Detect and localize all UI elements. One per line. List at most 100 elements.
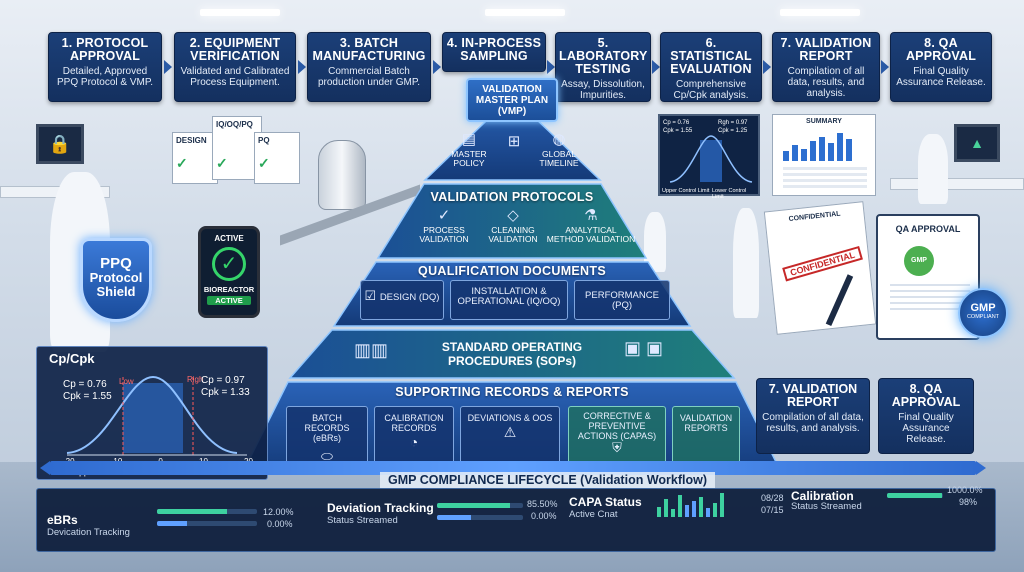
step-desc: Final Quality Assurance Release.	[896, 66, 986, 88]
step-statistical-evaluation[interactable]: 6. STATISTICAL EVALUATION Comprehensive …	[660, 32, 762, 102]
record-capas[interactable]: CORRECTIVE & PREVENTIVE ACTIONS (CAPAS) …	[568, 406, 666, 468]
tier-supporting-records: SUPPORTING RECORDS & REPORTS BATCH RECOR…	[242, 382, 782, 474]
step-title: 6. STATISTICAL EVALUATION	[670, 36, 752, 76]
step-desc: Detailed, Approved PPQ Protocol & VMP.	[57, 66, 153, 88]
step-desc: Comprehensive Cp/Cpk analysis.	[673, 79, 749, 101]
protocol-cleaning-validation[interactable]: ◇ CLEANING VALIDATION	[482, 208, 544, 244]
step-validation-report[interactable]: 7. VALIDATION REPORT Compilation of all …	[772, 32, 880, 102]
protocol-process-validation[interactable]: ✓ PROCESS VALIDATION	[414, 208, 474, 244]
qual-iq-oq[interactable]: INSTALLATION & OPERATIONAL (IQ/OQ)	[450, 280, 568, 320]
step-in-process-sampling[interactable]: 4. IN-PROCESS SAMPLING	[442, 32, 546, 72]
step-title: 3. BATCH MANUFACTURING	[312, 36, 426, 63]
pill-icon: ⬭	[321, 448, 333, 464]
ebrs-progress-bar-2	[157, 521, 257, 526]
technician-figure	[918, 134, 948, 204]
gmp-compliant-badge[interactable]: GMP COMPLIANT	[958, 288, 1008, 338]
org-chart-icon: ⊞	[507, 133, 521, 150]
record-validation-reports[interactable]: VALIDATION REPORTS	[672, 406, 740, 468]
lifecycle-label: GMP COMPLIANCE LIFECYCLE (Validation Wor…	[380, 472, 715, 488]
step-title: 4. IN-PROCESS SAMPLING	[446, 36, 542, 63]
box-qa-approval[interactable]: 8. QA APPROVAL Final Quality Assurance R…	[878, 378, 974, 454]
monitor-left: 🔒	[36, 124, 84, 164]
binders-icon: ▥▥	[354, 340, 389, 360]
record-batch-ebrs[interactable]: BATCH RECORDS (eBRs) ⬭	[286, 406, 368, 468]
high-label: Righ	[187, 375, 204, 384]
step-title: 7. VALIDATION REPORT	[780, 36, 872, 63]
warning-icon: ⚠	[503, 424, 517, 440]
step-title: 2. EQUIPMENT VERIFICATION	[189, 36, 281, 63]
lock-icon: 🔒	[48, 134, 72, 154]
check-icon: ✓	[258, 155, 270, 171]
panel-title: Cp/Cpk	[49, 351, 95, 366]
check-circle-icon: ✓	[437, 207, 451, 224]
pyramid-tier-protocols	[376, 183, 648, 259]
check-icon: ✓	[212, 247, 246, 281]
spec-band	[123, 383, 183, 453]
tier-validation-protocols: VALIDATION PROTOCOLS ✓ PROCESS VALIDATIO…	[378, 186, 646, 258]
arrow-right-icon	[881, 60, 889, 74]
ceiling-light	[485, 9, 565, 16]
record-deviations-oos[interactable]: DEVIATIONS & OOS ⚠	[460, 406, 560, 468]
tier-title: VALIDATION PROTOCOLS	[430, 190, 594, 204]
mini-cp-monitor: Cp = 0.76 Cpk = 1.55 Rgh = 0.97 Cpk = 1.…	[658, 114, 760, 200]
qa-doc-lines	[890, 284, 970, 310]
step-laboratory-testing[interactable]: 5. LABORATORY TESTING Assay, Dissolution…	[555, 32, 651, 102]
bioreactor-vessel	[318, 140, 366, 210]
design-document: DESIGN ✓	[172, 132, 218, 184]
vmp-item-master-policy[interactable]: ▤ MASTER POLICY	[444, 132, 494, 168]
vmp-badge[interactable]: VALIDATION MASTER PLAN (VMP)	[466, 78, 558, 122]
vmp-item-global-timeline[interactable]: ◍ GLOBAL TIMELINE	[532, 132, 586, 168]
qual-performance-pq[interactable]: PERFORMANCE (PQ)	[574, 280, 670, 320]
bell-curve	[66, 375, 238, 454]
step-equipment-verification[interactable]: 2. EQUIPMENT VERIFICATION Validated and …	[174, 32, 296, 102]
step-batch-manufacturing[interactable]: 3. BATCH MANUFACTURING Commercial Batch …	[307, 32, 431, 102]
tier-title[interactable]: STANDARD OPERATING PROCEDURES (SOPs)	[441, 340, 583, 368]
vmp-items: ▤ MASTER POLICY ⊞ ◍ GLOBAL TIMELINE	[440, 132, 590, 176]
arrow-left-icon	[40, 461, 50, 475]
cp-left: Cp = 0.76	[63, 379, 107, 390]
qual-design-dq[interactable]: ☑ DESIGN (DQ)	[360, 280, 444, 320]
ceiling-light	[200, 9, 280, 16]
ceiling-light	[780, 9, 860, 16]
step-protocol-approval[interactable]: 1. PROTOCOL APPROVAL Detailed, Approved …	[48, 32, 162, 102]
cp-cpk-panel: Cp/Cpk Cp = 0.76 Cpk = 1.55 Low Righ Cp …	[36, 346, 268, 480]
check-icon: ✓	[176, 155, 188, 171]
summary-report: SUMMARY	[772, 114, 876, 196]
shield-check-icon: ⛨	[612, 440, 622, 455]
record-calibration[interactable]: CALIBRATION RECORDS ◔	[374, 406, 454, 468]
summary-table	[783, 167, 867, 191]
calibration-progress-bar	[887, 493, 943, 498]
bioreactor-phone[interactable]: ACTIVE ✓ BIOREACTOR ACTIVE	[198, 226, 260, 318]
pyramid-tier-sops	[288, 329, 736, 379]
lab-scientist-figure	[644, 212, 666, 272]
monitor-right: ▲	[954, 124, 1000, 162]
document-icon: ▤	[461, 131, 477, 148]
arrow-right-icon	[547, 60, 555, 74]
step-title: 5. LABORATORY TESTING	[559, 36, 648, 76]
protocol-analytical-method[interactable]: ⚗ ANALYTICAL METHOD VALIDATION	[546, 207, 636, 244]
lab-scientist-figure	[733, 208, 759, 318]
box-validation-report[interactable]: 7. VALIDATION REPORT Compilation of all …	[756, 378, 870, 454]
pq-document: PQ ✓	[254, 132, 300, 184]
deviation-progress-bar	[437, 503, 523, 508]
step-desc: Compilation of all data, results, and an…	[787, 66, 865, 99]
arrow-right-icon	[763, 60, 771, 74]
ppq-protocol-shield[interactable]: PPQ Protocol Shield	[80, 238, 152, 322]
step-title: 1. PROTOCOL APPROVAL	[61, 36, 149, 63]
arrow-right-icon	[433, 60, 441, 74]
iq-oq-pq-document: IQ/OQ/PQ ✓	[212, 116, 262, 180]
cpk-right: Cpk = 1.33	[201, 387, 250, 398]
capa-bar-chart	[657, 493, 757, 517]
step-qa-approval[interactable]: 8. QA APPROVAL Final Quality Assurance R…	[890, 32, 992, 102]
clipboard-icon: ☑	[364, 288, 380, 303]
chart-icon: ▲	[970, 135, 984, 151]
summary-bars	[783, 131, 867, 161]
globe-icon: ◍	[552, 131, 566, 148]
low-label: Low	[119, 377, 134, 386]
tier-sops: ▥▥ STANDARD OPERATING PROCEDURES (SOPs) …	[290, 330, 734, 378]
arrow-right-icon	[298, 60, 306, 74]
mini-bell-curve	[669, 135, 753, 183]
droplet-icon: ◇	[507, 207, 519, 224]
ebrs-progress-bar	[157, 509, 257, 514]
manual-icon: ▣ ▣	[624, 338, 664, 358]
